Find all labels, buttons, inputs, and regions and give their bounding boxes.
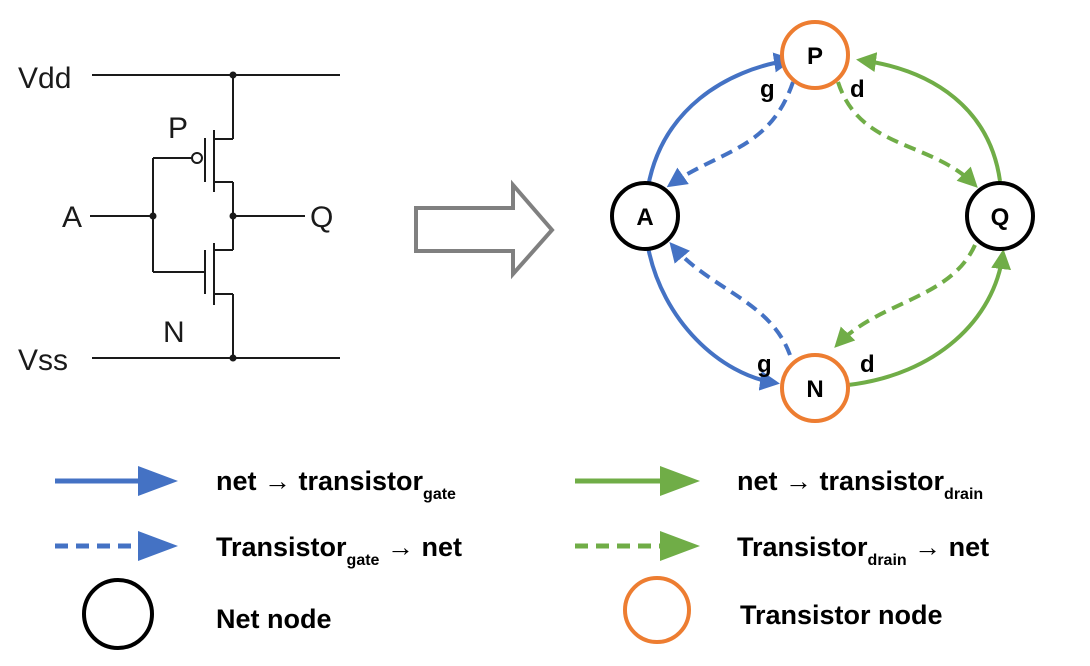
legend-drain-dashed-sub: drain xyxy=(868,552,907,569)
inverter-schematic xyxy=(90,74,340,359)
legend-gate-dashed-text: Transistorgate → net xyxy=(216,532,462,569)
legend-gate-solid-arrowhead xyxy=(138,466,178,496)
edge-p-drain-to-q xyxy=(836,81,978,188)
pmos-label: P xyxy=(168,112,188,145)
legend-drain-dashed-post: → net xyxy=(907,532,990,562)
edge-a-to-n-gate xyxy=(646,246,780,391)
p-gate-terminal-label: g xyxy=(760,76,775,103)
net-node-q xyxy=(965,181,1035,251)
node-a-label: A xyxy=(636,204,653,231)
edge-n-drain-to-q xyxy=(834,244,977,348)
node-p-label: P xyxy=(807,43,823,70)
node-q-label: Q xyxy=(991,204,1010,231)
p-drain-terminal-label: d xyxy=(850,76,865,103)
legend: net → transistorgate net → transistordra… xyxy=(55,466,989,650)
node-n: N xyxy=(780,353,850,423)
node-n-label: N xyxy=(806,376,823,403)
nmos-label: N xyxy=(163,316,185,349)
edge-n-gate-to-a xyxy=(669,241,792,356)
output-junction xyxy=(229,212,237,220)
transistor-node-n xyxy=(780,353,850,423)
legend-transistor-node-text: Transistor node xyxy=(740,600,943,630)
legend-gate-solid-pre: net → transistor xyxy=(216,466,424,496)
legend-drain-solid-pre: net → transistor xyxy=(737,466,945,496)
legend-gate-dashed-sub: gate xyxy=(347,552,380,569)
vss-label: Vss xyxy=(18,344,68,377)
legend-net-node-icon xyxy=(82,578,154,650)
legend-drain-solid-sub: drain xyxy=(944,486,983,503)
node-a: A xyxy=(610,181,680,251)
legend-transistor-node-icon xyxy=(623,576,691,644)
input-junction xyxy=(149,212,157,220)
vss-junction xyxy=(229,354,237,362)
legend-drain-dashed-arrowhead xyxy=(660,531,700,561)
legend-gate-solid-text: net → transistorgate xyxy=(216,466,456,503)
edge-q-to-p-drain xyxy=(856,52,1002,182)
transform-arrow-icon xyxy=(414,179,555,280)
pmos-gate-bubble xyxy=(191,152,203,164)
schematic-junctions xyxy=(149,71,237,362)
node-p: P xyxy=(780,20,850,90)
input-label: A xyxy=(62,201,82,234)
vdd-junction xyxy=(229,71,237,79)
legend-gate-solid-sub: gate xyxy=(423,486,456,503)
legend-drain-solid-text: net → transistordrain xyxy=(737,466,983,503)
legend-drain-dashed-text: Transistordrain → net xyxy=(737,532,989,569)
n-gate-terminal-label: g xyxy=(757,351,772,378)
edge-a-to-p-gate xyxy=(646,52,794,188)
node-q: Q xyxy=(965,181,1035,251)
legend-gate-dashed-arrowhead xyxy=(138,531,178,561)
legend-gate-dashed-pre: Transistor xyxy=(216,532,347,562)
legend-drain-solid-arrowhead xyxy=(660,466,700,496)
edge-p-gate-to-a xyxy=(666,81,795,188)
legend-drain-dashed-pre: Transistor xyxy=(737,532,868,562)
vdd-label: Vdd xyxy=(18,62,71,95)
legend-gate-dashed-post: → net xyxy=(379,532,462,562)
output-label: Q xyxy=(310,201,333,234)
net-node-a xyxy=(610,181,680,251)
legend-net-node-text: Net node xyxy=(216,604,332,634)
graph-edges xyxy=(646,52,1012,391)
n-drain-terminal-label: d xyxy=(860,351,875,378)
transistor-node-p xyxy=(780,20,850,90)
edge-q-to-n-drain xyxy=(847,249,1012,387)
